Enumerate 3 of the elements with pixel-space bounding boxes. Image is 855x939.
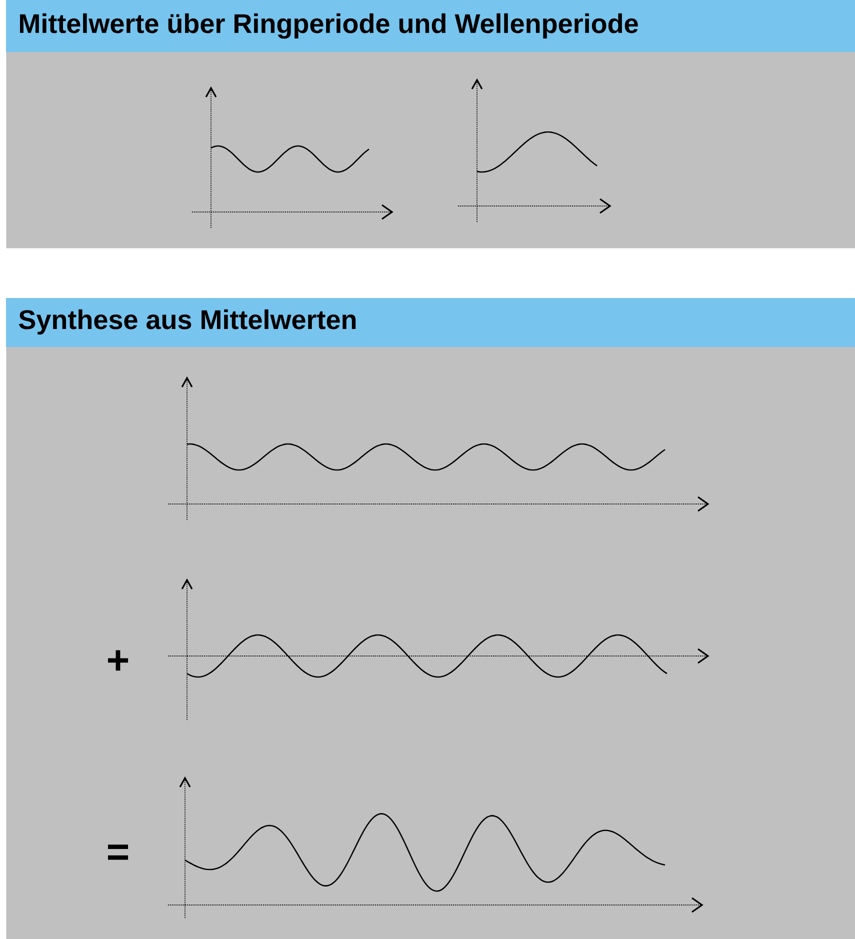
panel: Mittelwerte über Ringperiode und Wellenperiode <box>6 0 855 248</box>
operator-symbol: + <box>108 650 128 671</box>
operator-symbol: = <box>108 844 128 860</box>
